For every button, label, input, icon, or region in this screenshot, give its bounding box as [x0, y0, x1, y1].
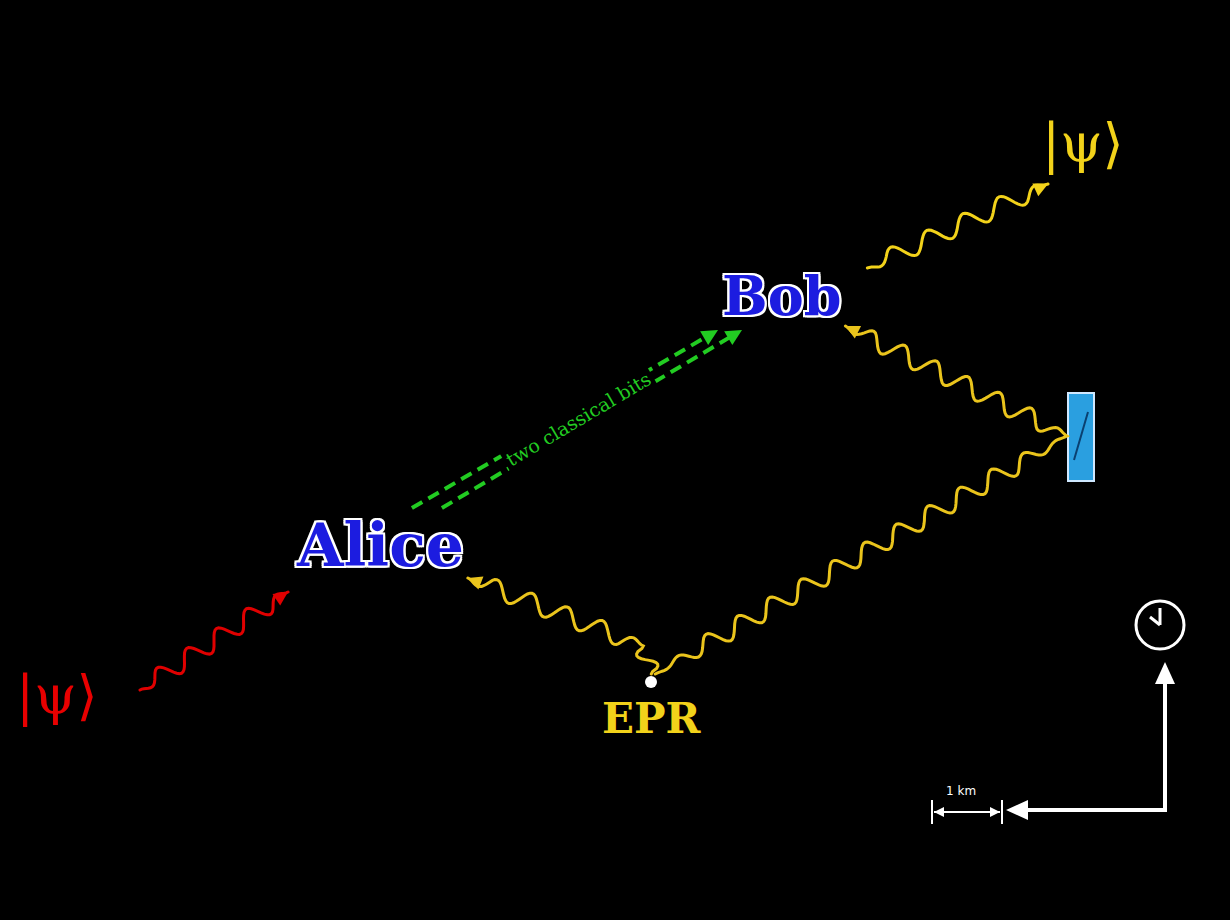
arrowhead [272, 592, 288, 606]
bob-label: Bob [718, 262, 845, 330]
alice-label: Alice [293, 508, 468, 582]
dashed-line [412, 336, 708, 508]
wave-line [140, 592, 288, 690]
mirror [1068, 393, 1094, 481]
arrowhead [1032, 184, 1048, 197]
arrowhead [468, 577, 484, 590]
edge-label: two classical bits [499, 366, 657, 472]
wave-line [468, 578, 658, 674]
epr-source: EPR [598, 674, 705, 745]
wave-line [867, 184, 1048, 268]
arrowhead [700, 330, 718, 345]
photon-edge [655, 326, 1067, 674]
classical-channel [412, 330, 718, 508]
photon-edge [468, 577, 658, 674]
input-photon [140, 592, 288, 690]
axes [1006, 662, 1175, 820]
scale-label: 1 km [946, 784, 976, 798]
node-text: EPR [602, 694, 701, 743]
arrowhead [724, 330, 742, 345]
output-photon [867, 184, 1048, 268]
dashed-line [442, 336, 732, 508]
source-dot [645, 676, 657, 688]
arrowhead [845, 326, 861, 339]
photon-waves [140, 184, 1048, 690]
clock-icon [1136, 601, 1184, 649]
node-text: Alice [297, 510, 464, 580]
node-text: Bob [722, 264, 841, 328]
scale-bar [932, 800, 1002, 824]
classical-channel [442, 330, 742, 508]
input-state: |ψ⟩ [16, 664, 98, 727]
output-state: |ψ⟩ [1042, 112, 1124, 175]
wave-line [655, 326, 1067, 674]
